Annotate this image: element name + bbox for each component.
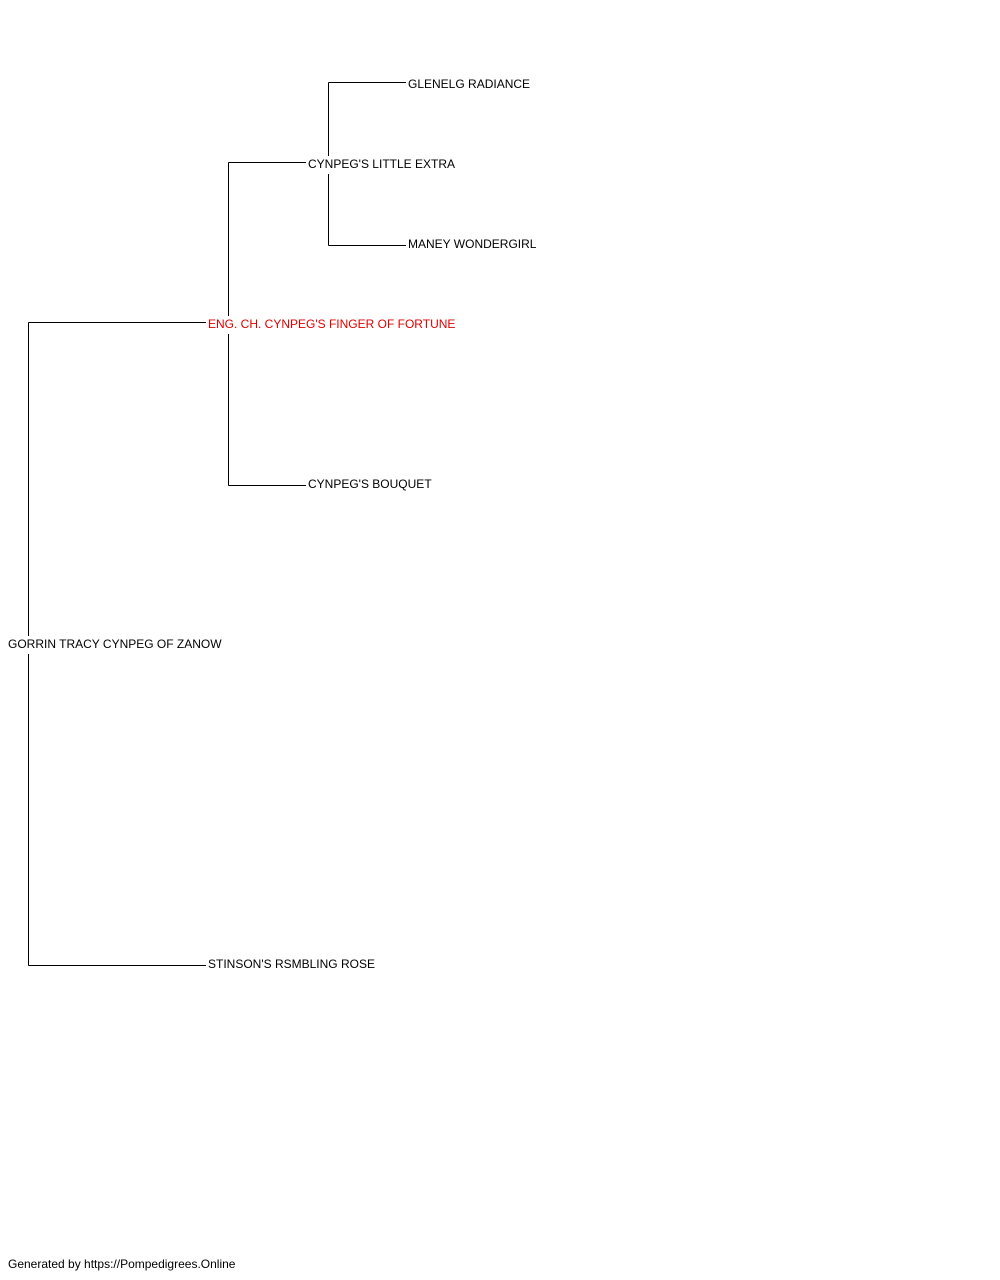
sire-sire-dam-name: MANEY WONDERGIRL	[408, 237, 537, 251]
sire-dam-name: CYNPEG'S BOUQUET	[308, 477, 432, 491]
dam-name: STINSON'S RSMBLING ROSE	[208, 957, 375, 971]
sire-sire-sire-name: GLENELG RADIANCE	[408, 77, 531, 91]
sire-sire-name: CYNPEG'S LITTLE EXTRA	[308, 157, 455, 171]
sire-name: ENG. CH. CYNPEG'S FINGER OF FORTUNE	[208, 317, 456, 331]
footer-credit: Generated by https://Pompedigrees.Online	[8, 1257, 236, 1271]
subject-name: GORRIN TRACY CYNPEG OF ZANOW	[8, 637, 222, 651]
